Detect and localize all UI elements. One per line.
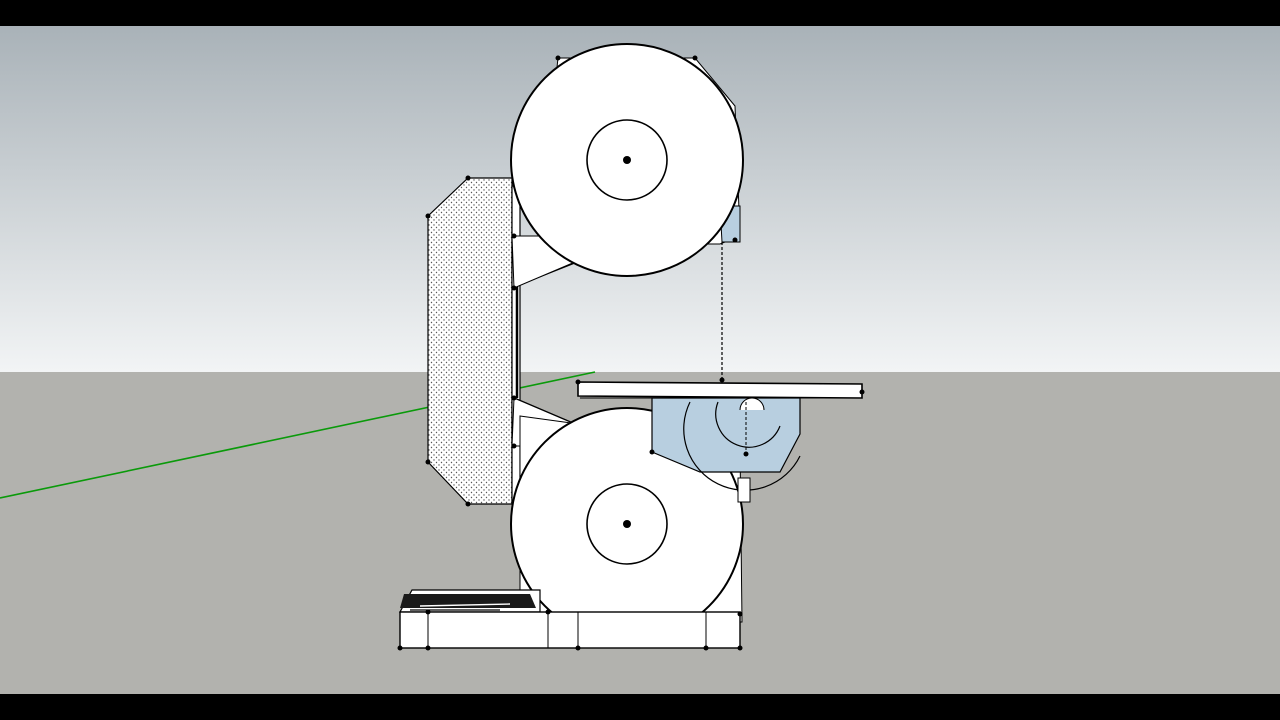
vertex-markers — [397, 55, 865, 651]
sketchup-viewport[interactable] — [0, 26, 1280, 694]
base-line-1 — [419, 603, 511, 607]
lower-wheel-axle — [623, 520, 631, 528]
rear-cover-panel[interactable] — [427, 177, 513, 505]
worktable-top[interactable] — [577, 381, 863, 399]
upper-wheel-axle — [623, 156, 631, 164]
lower-blade-guide[interactable] — [737, 477, 751, 503]
model-canvas[interactable] — [0, 26, 1280, 694]
trunnion-arc-inner — [715, 401, 781, 448]
base-front[interactable] — [399, 611, 741, 649]
letterbox-bottom — [0, 694, 1280, 720]
letterbox-top — [0, 0, 1280, 26]
table-trunnion[interactable] — [651, 397, 801, 473]
trunnion-arc-outer — [683, 401, 801, 491]
